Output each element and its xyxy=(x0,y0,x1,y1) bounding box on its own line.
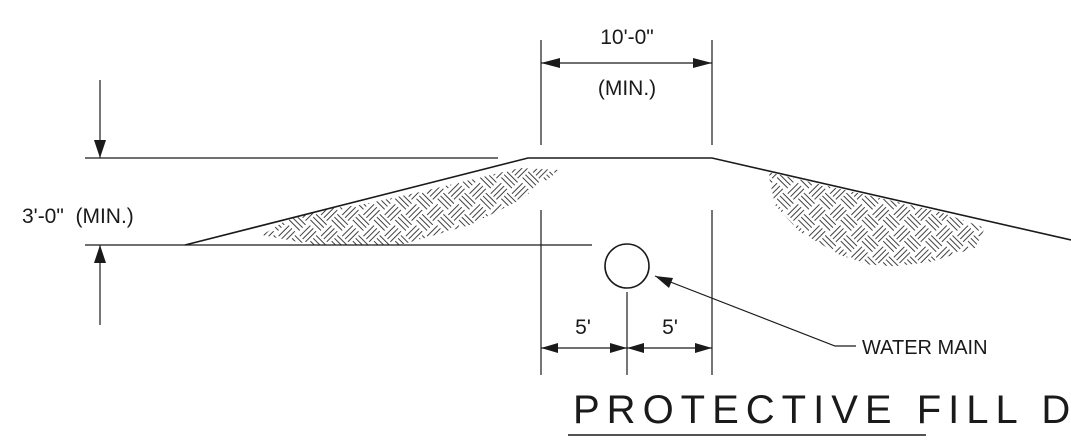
top-width-dimension xyxy=(540,40,713,145)
water-main-leader xyxy=(654,275,856,347)
depth-dim-label: 3'-0" (MIN.) xyxy=(22,205,134,228)
offset-dimension xyxy=(540,210,713,375)
left-offset-label: 5' xyxy=(575,316,591,339)
right-fill-hatch xyxy=(768,172,985,268)
top-dim-note: (MIN.) xyxy=(598,77,656,100)
drawing-title: PROTECTIVE FILL DETAIL xyxy=(573,388,1071,432)
water-main-pipe xyxy=(604,243,650,289)
water-main-callout: WATER MAIN xyxy=(862,337,988,359)
top-dim-label: 10'-0" xyxy=(600,26,654,49)
left-fill-hatch xyxy=(262,168,560,245)
embankment-surface-line xyxy=(184,157,1071,246)
depth-dimension xyxy=(94,80,106,325)
right-offset-label: 5' xyxy=(662,316,678,339)
